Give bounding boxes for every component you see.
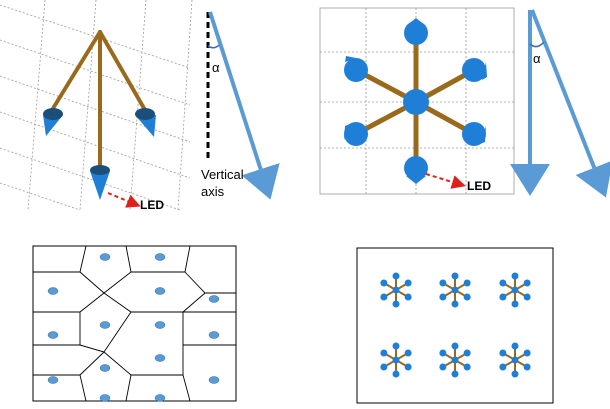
led-label-left: LED: [140, 198, 164, 212]
hexagonal-tiling-panel: [32, 245, 237, 402]
led-cone-center: [90, 165, 110, 200]
tilted-axis-arrow-right: [530, 9, 610, 198]
hex-edges: [32, 245, 236, 402]
perspective-rods: [50, 30, 147, 170]
alpha-label-left: α: [212, 60, 220, 75]
hex-panel-border: [32, 245, 237, 402]
star-cluster: [499, 272, 531, 308]
led-cone-left: [43, 108, 63, 136]
star-cluster: [499, 342, 531, 378]
perspective-led-view: LED α Vertical axis: [0, 0, 280, 212]
led-pointer-arrow-right: [425, 173, 466, 189]
cluster-array-panel: [356, 247, 554, 404]
vertical-axis-label-2: axis: [201, 184, 225, 199]
tilted-axis-arrow-left: [208, 11, 280, 200]
top-view-leds: [344, 18, 487, 184]
star-cluster: [439, 272, 471, 308]
led-cone-right: [135, 108, 156, 137]
star-clusters: [380, 272, 531, 378]
star-cluster: [380, 342, 412, 378]
led-label-right: LED: [467, 179, 491, 193]
alpha-label-right: α: [533, 51, 541, 66]
vertical-axis-label: Vertical: [201, 167, 244, 182]
hex-center-dots: [47, 253, 220, 402]
center-hub: [403, 89, 429, 115]
top-view-led-cluster: LED α: [319, 7, 610, 198]
angle-arc-left: [207, 44, 220, 49]
star-cluster: [380, 272, 412, 308]
angle-arc-right: [529, 41, 545, 48]
led-pointer-arrow-left: [107, 192, 141, 208]
cluster-panel-border: [356, 247, 554, 404]
star-cluster: [439, 342, 471, 378]
